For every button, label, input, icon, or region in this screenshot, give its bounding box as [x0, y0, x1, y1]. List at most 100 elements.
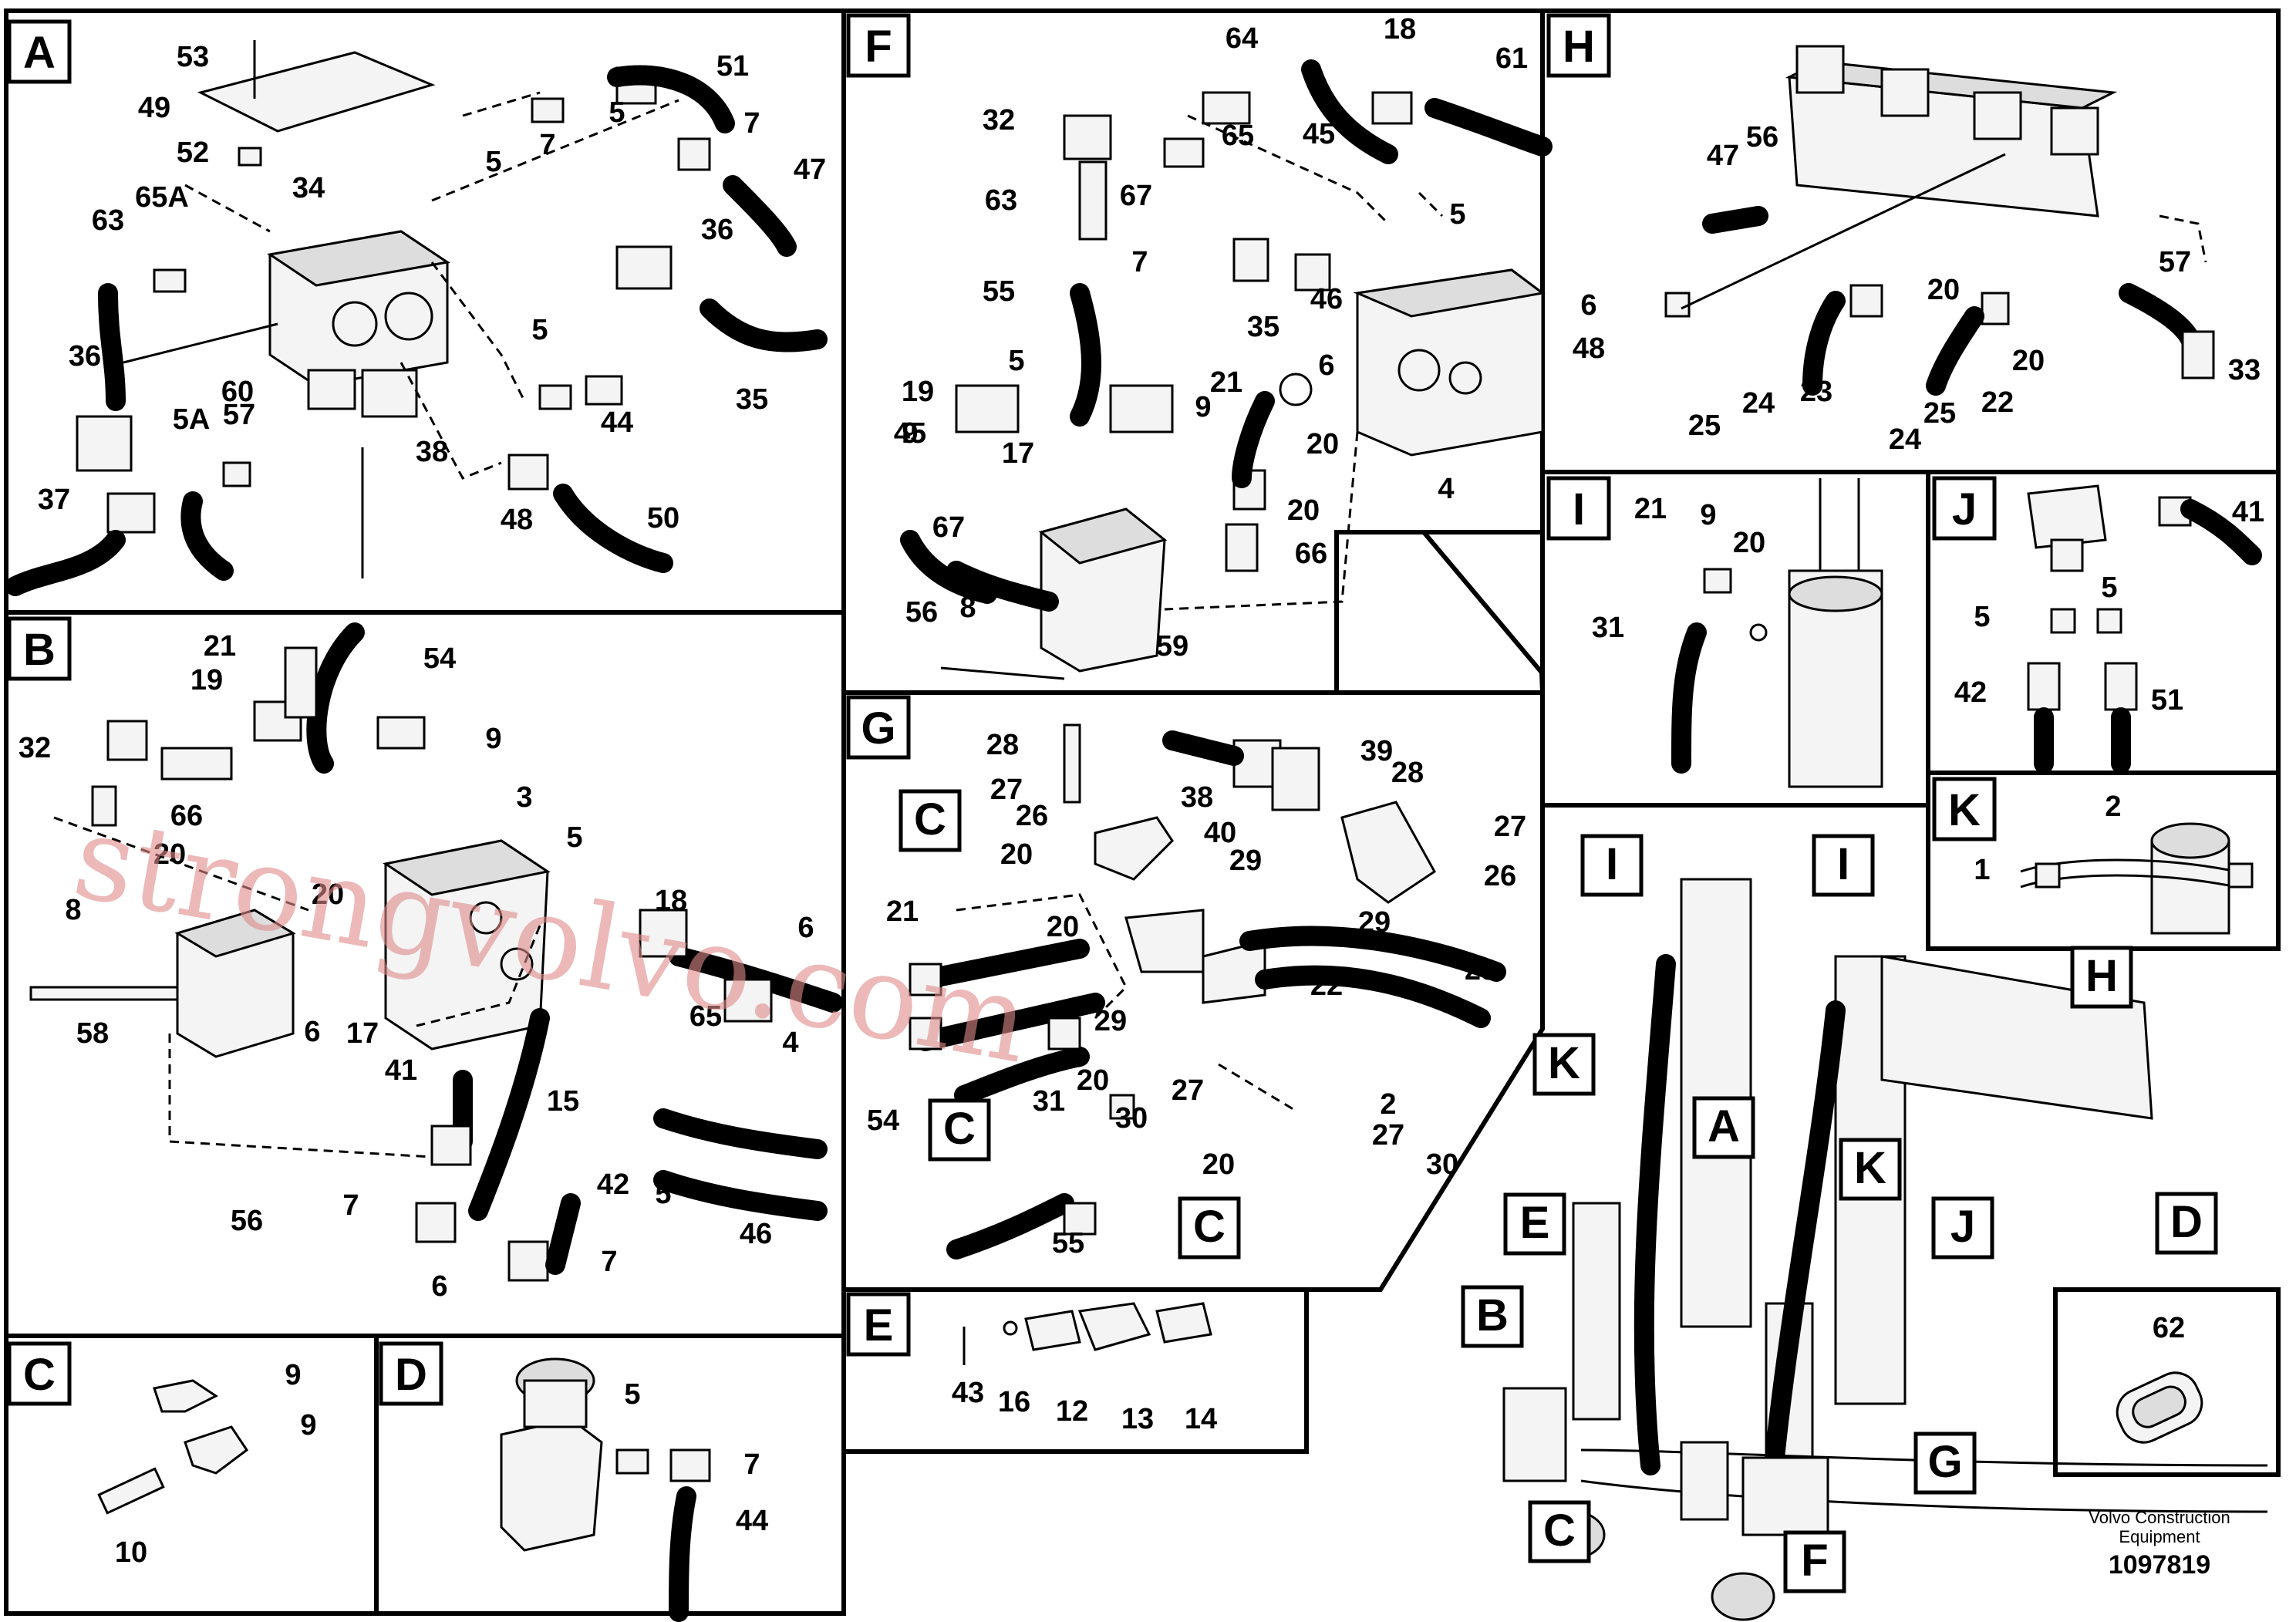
panel-j-drawing [2027, 484, 2262, 774]
callout-f-19: 9 [902, 417, 918, 450]
overview-box-a-3 [1692, 1096, 1755, 1159]
callout-h-0: 47 [1707, 140, 1739, 172]
callout-a-20: 38 [416, 436, 448, 468]
callout-f-23: 67 [932, 511, 965, 544]
callout-f-4: 45 [1303, 118, 1335, 150]
callout-b-0: 21 [204, 630, 236, 663]
callout-h-4: 57 [2159, 246, 2191, 278]
callout-a-12: 36 [69, 340, 101, 373]
callout-e-4: 14 [1185, 1403, 1217, 1435]
reference-box-0 [899, 789, 962, 852]
section-label-E: E [846, 1292, 911, 1357]
callout-g-19: 31 [1033, 1085, 1065, 1118]
callout-g-2: 27 [990, 774, 1023, 806]
callout-b-13: 58 [76, 1017, 109, 1050]
callout-c-0: 9 [285, 1359, 301, 1391]
callout-j-4: 51 [2151, 684, 2183, 717]
callout-b-6: 3 [516, 781, 532, 814]
callout-g-1: 39 [1360, 735, 1393, 767]
callout-h-7: 33 [2228, 354, 2261, 386]
section-label-I: I [1546, 476, 1611, 541]
callout-f-1: 18 [1384, 13, 1416, 46]
callout-e-2: 12 [1056, 1395, 1088, 1428]
callout-a-11: 65A [135, 181, 189, 214]
callout-f-26: 56 [905, 596, 938, 629]
callout-h-6: 20 [2012, 345, 2045, 377]
callout-h-13: 24 [1889, 423, 1921, 456]
company-line-2: Equipment [2119, 1527, 2200, 1546]
callout-c-1: 9 [300, 1409, 316, 1442]
callout-f-24: 66 [1295, 538, 1327, 570]
callout-d-1: 7 [743, 1448, 760, 1481]
panel-c-drawing [97, 1379, 249, 1515]
callout-g-8: 26 [1484, 860, 1516, 892]
overview-label-k-2: K [1548, 1038, 1580, 1088]
panel-k-drawing [2020, 822, 2254, 935]
overview-callout-62: 62 [2153, 1312, 2185, 1344]
svg-text:K: K [1948, 785, 1981, 835]
callout-h-5: 48 [1573, 332, 1605, 365]
callout-f-16: 20 [1306, 428, 1339, 460]
callout-h-12: 25 [1688, 410, 1721, 442]
panel-i-drawing [1671, 478, 1883, 788]
callout-i-0: 21 [1634, 493, 1667, 525]
callout-f-25: 4 [1438, 473, 1454, 505]
overview-box-d-8 [2155, 1192, 2218, 1255]
callout-i-3: 31 [1592, 612, 1624, 644]
callout-g-9: 20 [1000, 838, 1033, 871]
callout-k-0: 2 [2105, 791, 2121, 823]
callout-g-16: 29 [1094, 1005, 1127, 1037]
callout-b-19: 15 [547, 1085, 579, 1118]
callout-e-3: 13 [1121, 1403, 1154, 1435]
callout-h-8: 23 [1800, 376, 1832, 408]
overview-box-b-9 [1461, 1285, 1524, 1348]
reference-label-2: C [1193, 1202, 1226, 1252]
section-label-H: H [1546, 13, 1611, 78]
callout-b-4: 9 [485, 723, 501, 755]
svg-text:D: D [395, 1350, 427, 1400]
overview-label-d-8: D [2170, 1197, 2203, 1247]
overview-box-k-2 [1532, 1033, 1596, 1096]
callout-i-1: 9 [1700, 499, 1716, 531]
callout-f-0: 64 [1226, 22, 1258, 55]
callout-b-1: 54 [423, 642, 456, 675]
callout-b-20: 7 [342, 1189, 359, 1222]
section-label-B: B [7, 616, 72, 681]
callout-a-15: 57 [223, 399, 255, 431]
callout-h-11: 25 [1923, 397, 1956, 430]
callout-g-14: 20 [1047, 911, 1079, 943]
callout-f-22: 20 [1287, 494, 1320, 527]
callout-a-6: 7 [743, 107, 760, 140]
panel-d-drawing [500, 1357, 711, 1622]
callout-h-1: 56 [1746, 121, 1778, 153]
callout-f-18: 9 [1195, 391, 1211, 423]
callout-g-25: 20 [1202, 1148, 1235, 1181]
overview-label-h-5: H [2085, 951, 2118, 1001]
callout-a-16: 44 [601, 406, 633, 439]
callout-g-17: 2 [1380, 1088, 1396, 1121]
callout-b-9: 20 [312, 878, 344, 911]
callout-b-12: 8 [65, 894, 81, 926]
callout-g-6: 27 [1494, 811, 1526, 843]
callout-b-23: 46 [740, 1218, 772, 1250]
callout-j-0: 41 [2232, 496, 2264, 528]
callout-b-15: 17 [346, 1017, 379, 1050]
callout-a-23: 50 [647, 502, 679, 534]
callout-a-7: 47 [794, 153, 826, 186]
overview-box-j-7 [1931, 1196, 1994, 1259]
panel-h-drawing [1664, 45, 2215, 396]
callout-f-21: 17 [1002, 437, 1034, 470]
callout-f-15: 21 [1210, 366, 1242, 399]
svg-text:E: E [864, 1300, 894, 1351]
overview-label-e-6: E [1520, 1198, 1550, 1248]
callout-g-13: 23 [1465, 954, 1497, 986]
callout-a-18: 5A [173, 403, 211, 436]
overview-label-i-0: I [1606, 839, 1618, 889]
callout-b-25: 6 [431, 1270, 447, 1303]
callout-h-9: 22 [1981, 386, 2014, 419]
callout-h-2: 6 [1580, 289, 1596, 322]
overview-label-b-9: B [1476, 1290, 1509, 1340]
overview-label-j-7: J [1950, 1202, 1975, 1252]
callout-a-5: 52 [177, 137, 209, 169]
section-label-A: A [7, 19, 72, 84]
